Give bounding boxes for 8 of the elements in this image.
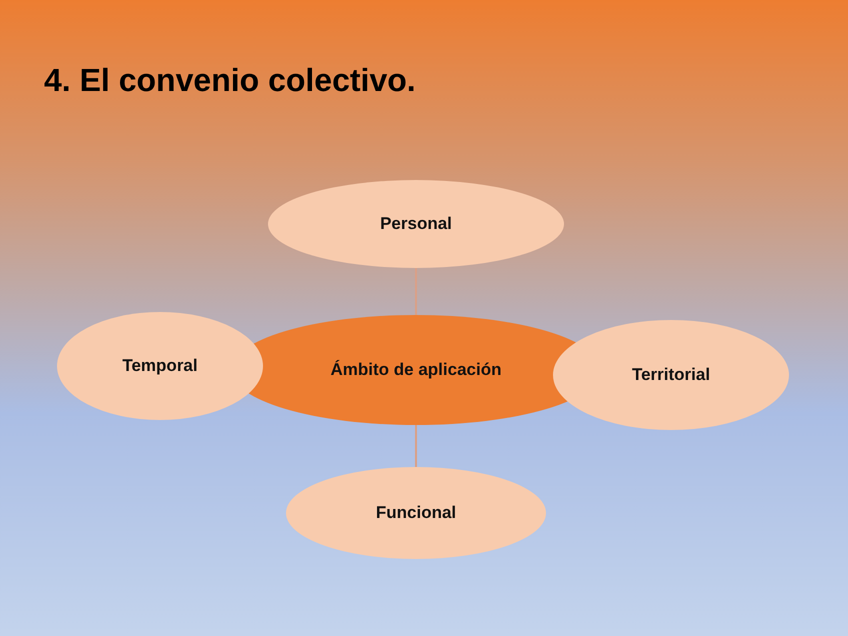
connector-line [415, 425, 417, 467]
connector-line [415, 268, 417, 315]
node-label: Ámbito de aplicación [330, 360, 502, 380]
node-label: Temporal [122, 356, 198, 376]
node-label: Territorial [632, 365, 710, 385]
node-label: Personal [380, 214, 452, 234]
node-label: Funcional [376, 503, 456, 523]
slide-title: 4. El convenio colectivo. [44, 62, 416, 99]
